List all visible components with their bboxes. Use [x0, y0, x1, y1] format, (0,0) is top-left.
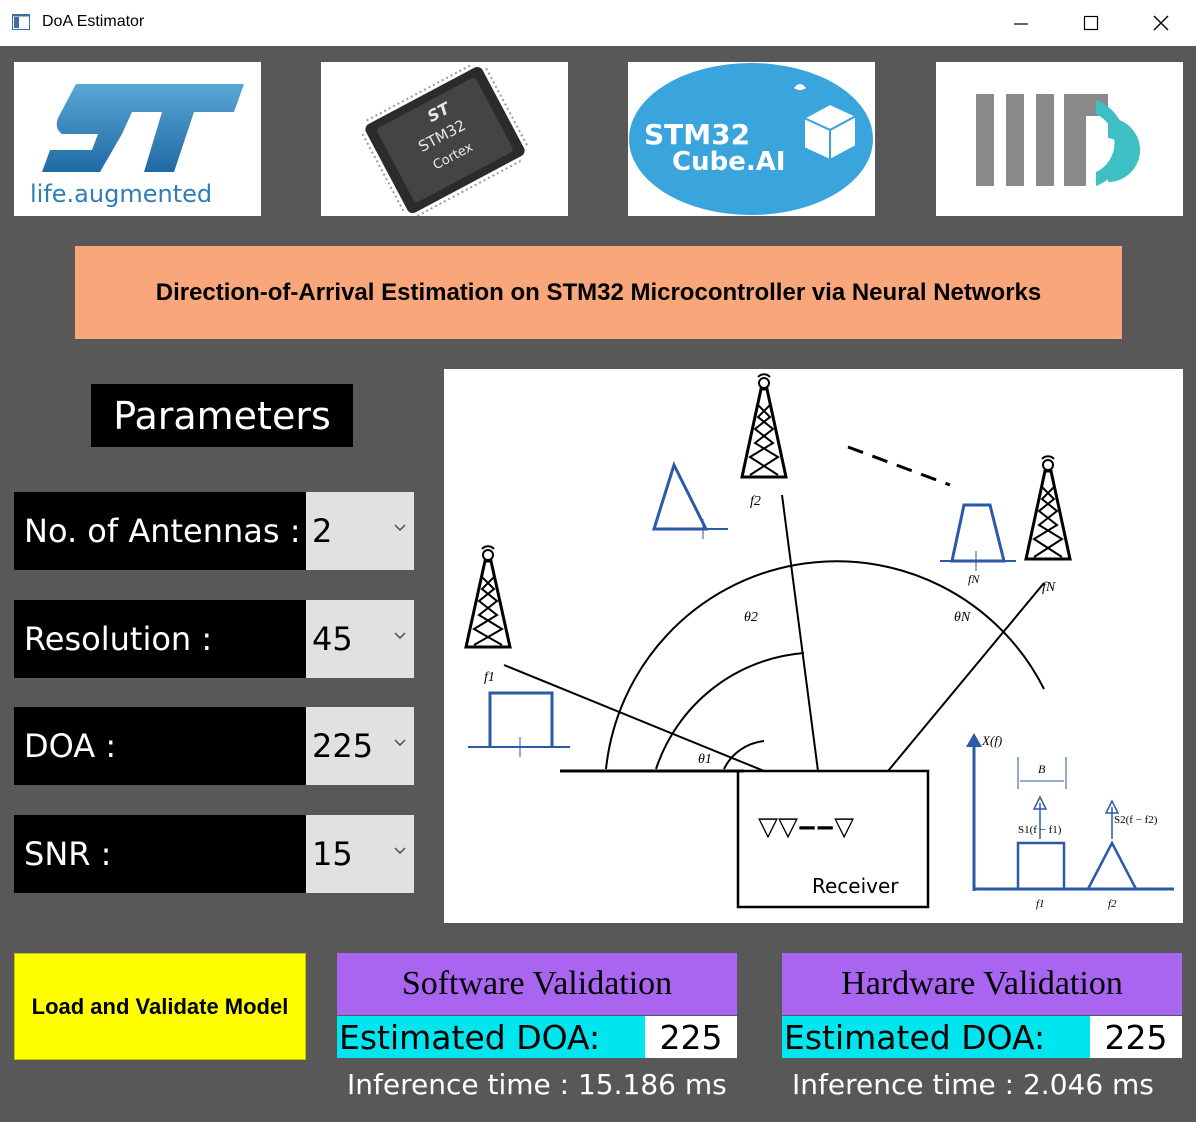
resolution-value: 45: [312, 620, 353, 658]
st-logo: life.augmented: [14, 62, 261, 216]
receiver-label: Receiver: [812, 874, 899, 898]
tower-icon: [740, 373, 788, 479]
doa-diagram: f1 f2 fN fN ▽▽‒‒▽ Receiver θ1 θ2 θN: [444, 369, 1183, 923]
tower-icon: [464, 545, 512, 649]
software-inference-time: Inference time : 15.186 ms: [347, 1068, 727, 1101]
f1-label: f1: [484, 670, 495, 685]
bandwidth-label: B: [1038, 762, 1046, 776]
s2-label: S2(f − f2): [1114, 814, 1158, 826]
cube-line1: STM32: [644, 118, 750, 151]
axis-f2-label: f2: [1108, 898, 1117, 910]
doa-label: DOA :: [14, 707, 306, 785]
maximize-button[interactable]: [1056, 0, 1126, 46]
antennas-value: 2: [312, 512, 333, 550]
parameters-heading: Parameters: [91, 384, 353, 447]
app-icon: [12, 14, 30, 30]
title-bar: DoA Estimator: [0, 0, 1196, 46]
resolution-label: Resolution :: [14, 600, 306, 678]
doa-value: 225: [312, 727, 374, 765]
chevron-down-icon: [394, 632, 406, 639]
maximize-icon: [1083, 15, 1099, 31]
antenna-array: ▽▽‒‒▽: [758, 812, 854, 842]
theta1-label: θ1: [698, 752, 712, 767]
software-estimated-value: 225: [645, 1016, 737, 1058]
software-estimated-label: Estimated DOA:: [337, 1016, 645, 1058]
fN-label: fN: [1042, 580, 1056, 595]
chevron-down-icon: [394, 524, 406, 531]
doa-select[interactable]: 225: [306, 707, 414, 785]
antennas-select[interactable]: 2: [306, 492, 414, 570]
theta2-label: θ2: [744, 610, 758, 625]
load-validate-button[interactable]: Load and Validate Model: [14, 953, 306, 1060]
cube-line2: Cube.AI: [672, 147, 786, 177]
software-validation-header: Software Validation: [337, 953, 737, 1015]
close-button[interactable]: [1126, 0, 1196, 46]
snr-value: 15: [312, 835, 353, 873]
banner-text: Direction-of-Arrival Estimation on STM32…: [155, 278, 1042, 306]
title-banner: Direction-of-Arrival Estimation on STM32…: [75, 246, 1122, 339]
hardware-estimated-label: Estimated DOA:: [782, 1016, 1090, 1058]
stm32-cube-ai-logo: STM32 Cube.AI: [628, 62, 875, 216]
hardware-validation-header: Hardware Validation: [782, 953, 1182, 1015]
f2-label: f2: [750, 494, 761, 509]
antennas-label: No. of Antennas :: [14, 492, 306, 570]
chevron-down-icon: [394, 739, 406, 746]
iiitd-logo: [936, 62, 1183, 216]
close-icon: [1153, 15, 1169, 31]
hardware-inference-time: Inference time : 2.046 ms: [792, 1068, 1154, 1101]
axis-f1-label: f1: [1036, 898, 1045, 910]
fN-spec-label: fN: [968, 572, 980, 586]
tower-icon: [1024, 455, 1072, 561]
xf-label: X(f): [981, 733, 1002, 748]
resolution-select[interactable]: 45: [306, 600, 414, 678]
hardware-estimated-value: 225: [1090, 1016, 1182, 1058]
snr-label: SNR :: [14, 815, 306, 893]
minimize-button[interactable]: [986, 0, 1056, 46]
stm32-chip-logo: ST STM32 Cortex: [321, 62, 568, 216]
thetaN-label: θN: [954, 610, 971, 625]
minimize-icon: [1014, 23, 1028, 25]
st-tagline: life.augmented: [30, 180, 212, 208]
snr-select[interactable]: 15: [306, 815, 414, 893]
chevron-down-icon: [394, 847, 406, 854]
s1-label: S1(f − f1): [1018, 824, 1062, 836]
window-title: DoA Estimator: [42, 13, 145, 30]
